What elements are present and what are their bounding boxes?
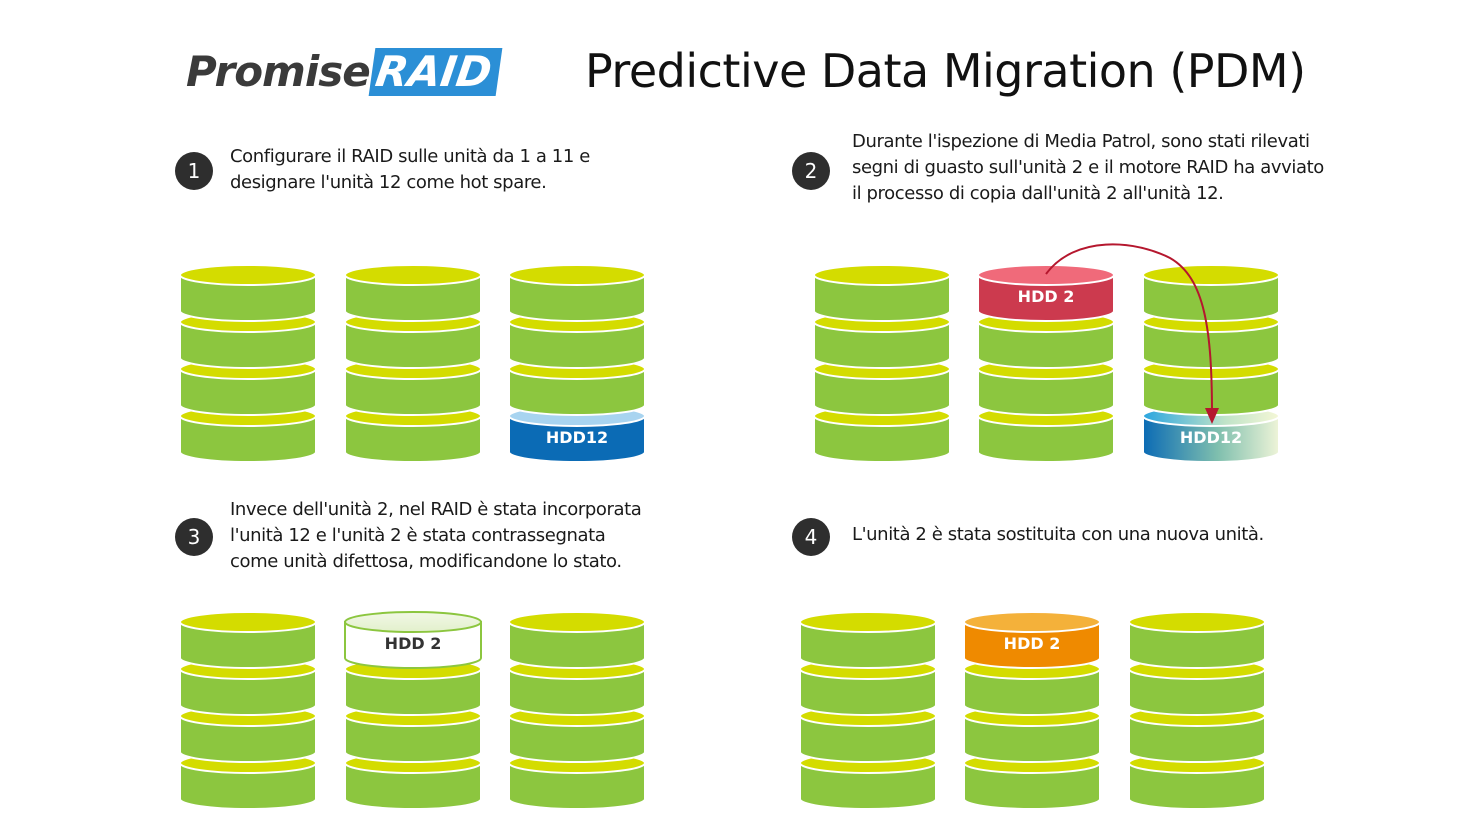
step1-stack-1 [179, 264, 317, 463]
step-3-line-3: come unità difettosa, modificandone lo s… [230, 551, 622, 572]
step-2-line-3: il processo di copia dall'unità 2 all'un… [852, 183, 1224, 204]
step1-stack-2-disk-1 [344, 264, 482, 322]
disk-label: HDD12 [546, 428, 608, 447]
step4-stack-3 [1128, 611, 1266, 810]
disk-label: HDD 2 [1018, 287, 1075, 306]
promise-raid-logo: Promise RAID [186, 47, 503, 96]
disk-label: HDD12 [1180, 428, 1242, 447]
step3-stack-2: HDD 2 [344, 611, 482, 810]
step3-stack-3-disk-1 [508, 611, 646, 669]
logo-raid-text: RAID [368, 47, 503, 96]
step2-stack-3-disk-1 [1142, 264, 1280, 322]
step2-stack-1 [813, 264, 951, 463]
step2-stack-2: HDD 2 [977, 264, 1115, 463]
copy-arrowhead [1205, 408, 1219, 424]
page-title: Predictive Data Migration (PDM) [585, 44, 1306, 98]
step3-stack-1-disk-1 [179, 611, 317, 669]
step3-stack-1 [179, 611, 317, 810]
step4-stack-1-disk-1 [799, 611, 937, 669]
step-2-line-2: segni di guasto sull'unità 2 e il motore… [852, 157, 1324, 178]
step-2-number-badge: 2 [792, 152, 830, 190]
step-3-line-1: Invece dell'unità 2, nel RAID è stata in… [230, 499, 642, 520]
step4-stack-2: HDD 2 [963, 611, 1101, 810]
step1-stack-1-disk-1 [179, 264, 317, 322]
step-2-description: Durante l'ispezione di Media Patrol, son… [852, 129, 1324, 207]
disk-label: HDD 2 [1004, 634, 1061, 653]
step2-stack-3-disk-2 [1142, 311, 1280, 369]
step4-stack-3-disk-1 [1128, 611, 1266, 669]
step-3-number-badge: 3 [175, 518, 213, 556]
step4-stack-1 [799, 611, 937, 810]
step4-stack-2-disk-1: HDD 2 [963, 611, 1101, 669]
step1-stack-3-disk-1 [508, 264, 646, 322]
step-4-number-badge: 4 [792, 518, 830, 556]
step3-stack-3 [508, 611, 646, 810]
step2-stack-2-disk-1: HDD 2 [977, 264, 1115, 322]
step-3-line-2: l'unità 12 e l'unità 2 è stata contrasse… [230, 525, 606, 546]
logo-promise-text: Promise [186, 47, 371, 96]
step2-stack-3: HDD12 [1142, 264, 1280, 463]
step3-stack-2-disk-1: HDD 2 [344, 611, 482, 669]
step-4-description: L'unità 2 è stata sostituita con una nuo… [852, 522, 1264, 548]
copy-arrow [1045, 243, 1213, 416]
step-2-line-1: Durante l'ispezione di Media Patrol, son… [852, 131, 1310, 152]
step1-stack-3: HDD12 [508, 264, 646, 463]
step-4-line-1: L'unità 2 è stata sostituita con una nuo… [852, 524, 1264, 545]
step2-stack-1-disk-1 [813, 264, 951, 322]
step-1-line-1: Configurare il RAID sulle unità da 1 a 1… [230, 146, 590, 167]
step-1-description: Configurare il RAID sulle unità da 1 a 1… [230, 144, 590, 196]
step1-stack-2-disk-2 [344, 311, 482, 369]
step-1-number-badge: 1 [175, 152, 213, 190]
disk-label: HDD 2 [385, 634, 442, 653]
step1-stack-2 [344, 264, 482, 463]
step-1-line-2: designare l'unità 12 come hot spare. [230, 172, 547, 193]
step-3-description: Invece dell'unità 2, nel RAID è stata in… [230, 497, 642, 575]
